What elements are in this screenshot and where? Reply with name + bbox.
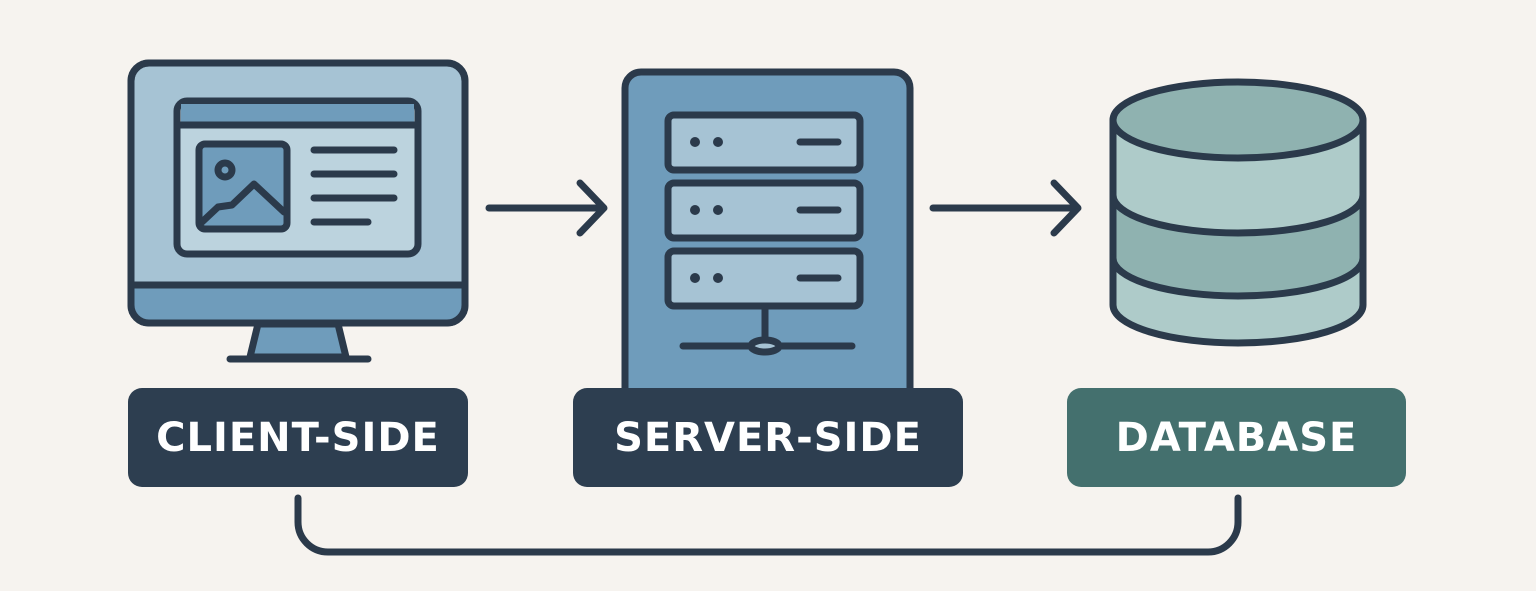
monitor-icon xyxy=(127,59,469,363)
arrow-client-to-server xyxy=(485,179,608,237)
connector-client-to-database xyxy=(294,494,1242,556)
client-side-label: CLIENT-SIDE xyxy=(128,388,468,487)
database-icon xyxy=(1109,78,1367,347)
arrow-server-to-database xyxy=(929,179,1082,237)
server-side-label: SERVER-SIDE xyxy=(573,388,963,487)
server-rack-icon xyxy=(621,68,914,404)
database-label: DATABASE xyxy=(1067,388,1406,487)
